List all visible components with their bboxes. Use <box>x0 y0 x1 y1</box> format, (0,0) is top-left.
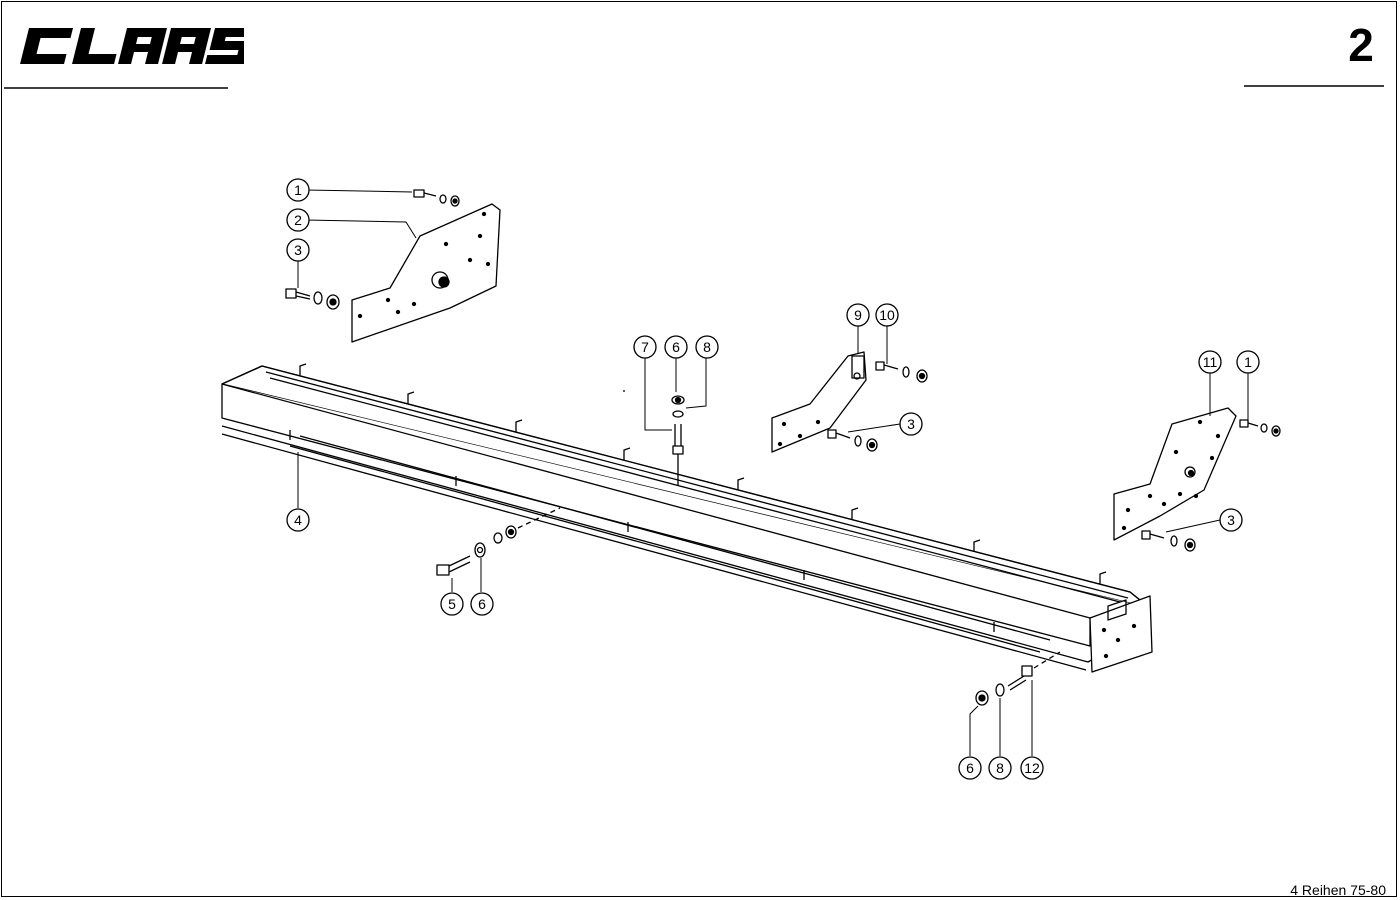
callout-8-lower-right: 8 <box>988 756 1012 780</box>
callout-3-left: 3 <box>286 238 310 262</box>
callout-3-middle: 3 <box>899 412 923 436</box>
callout-11: 11 <box>1198 350 1222 374</box>
main-beam <box>221 363 1153 673</box>
middle-bracket-screw-3 <box>827 429 878 452</box>
header-rule-right <box>1244 85 1384 87</box>
svg-text:12: 12 <box>1024 760 1040 776</box>
callout-1-top-left: 1 <box>286 178 310 202</box>
svg-text:1: 1 <box>294 182 302 198</box>
callout-9: 9 <box>846 303 870 327</box>
svg-text:9: 9 <box>854 307 862 323</box>
left-side-screw <box>285 288 340 310</box>
callout-2: 2 <box>286 208 310 232</box>
callout-6-middle: 6 <box>664 335 688 359</box>
callout-4: 4 <box>286 508 310 532</box>
right-bracket <box>1113 407 1237 541</box>
callout-6-lower-right: 6 <box>958 756 982 780</box>
callout-10: 10 <box>875 303 899 327</box>
callout-7: 7 <box>633 335 657 359</box>
callout-8-middle: 8 <box>695 335 719 359</box>
svg-text:7: 7 <box>641 339 649 355</box>
svg-text:11: 11 <box>1203 354 1218 370</box>
svg-text:3: 3 <box>907 416 915 432</box>
svg-text:6: 6 <box>966 760 974 776</box>
callout-3-right: 3 <box>1219 508 1243 532</box>
svg-text:6: 6 <box>672 339 680 355</box>
right-bracket-screw-1 <box>1239 419 1281 437</box>
bolt-lower-left <box>436 507 561 576</box>
page-number: 2 <box>1348 19 1374 71</box>
callouts: 1 2 3 4 5 6 7 6 8 9 10 3 11 1 3 6 8 12 <box>286 178 1260 780</box>
claas-logo <box>4 28 244 89</box>
svg-text:10: 10 <box>879 307 895 323</box>
footer-caption: 4 Reihen 75-80 <box>1290 882 1386 898</box>
svg-text:4: 4 <box>294 512 302 528</box>
svg-text:8: 8 <box>703 339 711 355</box>
vertical-bolt <box>671 395 685 486</box>
callout-1-right: 1 <box>1236 350 1260 374</box>
left-top-screw <box>413 189 460 207</box>
svg-text:1: 1 <box>1244 354 1252 370</box>
svg-text:2: 2 <box>294 212 302 228</box>
right-bracket-screw-3 <box>1141 530 1196 552</box>
bolt-lower-right <box>975 651 1061 706</box>
callout-5: 5 <box>440 592 464 616</box>
middle-bracket <box>771 351 867 453</box>
svg-text:3: 3 <box>294 242 302 258</box>
left-bracket <box>351 203 501 343</box>
callout-6-lower-left: 6 <box>470 592 494 616</box>
svg-text:5: 5 <box>448 596 456 612</box>
leader-lines <box>297 189 1249 756</box>
svg-text:6: 6 <box>478 596 486 612</box>
svg-text:3: 3 <box>1227 512 1235 528</box>
middle-bracket-screw-10 <box>875 361 928 383</box>
svg-text:8: 8 <box>996 760 1004 776</box>
callout-12: 12 <box>1020 756 1044 780</box>
